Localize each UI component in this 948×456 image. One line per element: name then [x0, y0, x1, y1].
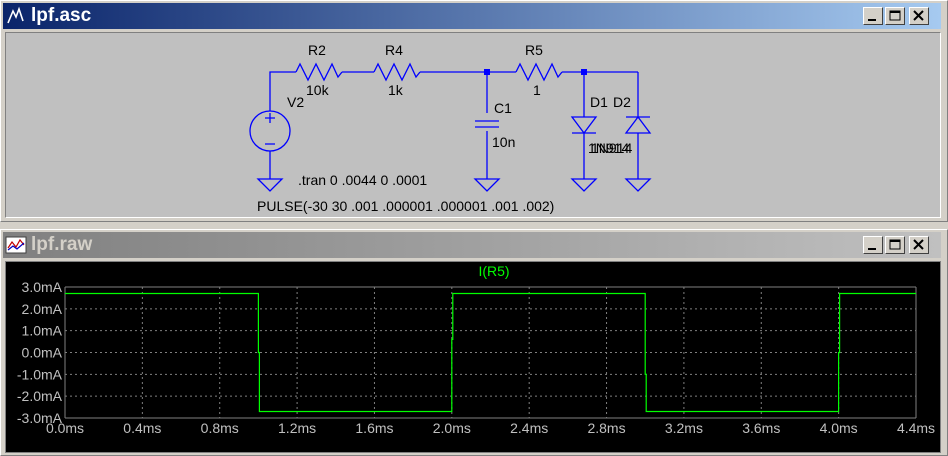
- trace-i-r5[interactable]: [65, 292, 916, 413]
- r5-value-label[interactable]: 1: [533, 82, 541, 98]
- r2-name-label[interactable]: R2: [308, 42, 326, 58]
- minimize-button[interactable]: [863, 7, 883, 25]
- minimize-icon: [868, 248, 876, 250]
- x-tick-label: 4.0ms: [820, 420, 858, 436]
- diode-d2: [624, 115, 652, 134]
- d1-model-label[interactable]: 1N914: [588, 140, 629, 156]
- x-tick-label: 0.8ms: [201, 420, 239, 436]
- plot-grid: [64, 286, 917, 419]
- x-tick-label: 0.4ms: [123, 420, 161, 436]
- v2-name-label[interactable]: V2: [287, 94, 304, 110]
- pulse-source-spec[interactable]: PULSE(-30 30 .001 .000001 .000001 .001 .…: [257, 198, 554, 214]
- y-tick-label: 0.0mA: [22, 345, 63, 361]
- r2-value-label[interactable]: 10k: [306, 82, 330, 98]
- x-tick-label: 4.4ms: [897, 420, 935, 436]
- resistor-r2: [295, 62, 343, 82]
- close-icon: [913, 10, 924, 21]
- schematic-drawing: R2 10k R4 1k R5 1 C1 10n V2 D1 D2 1N914 …: [249, 42, 652, 214]
- d2-model-label[interactable]: 1N914: [591, 140, 632, 156]
- resistor-r4: [373, 62, 421, 82]
- x-tick-label: 3.2ms: [665, 420, 703, 436]
- maximize-icon: [889, 239, 901, 250]
- ground-d2: [624, 178, 652, 192]
- ground-c1: [473, 178, 501, 192]
- schematic-window-title: lpf.asc: [31, 5, 92, 26]
- ground-v2: [256, 178, 284, 192]
- r4-name-label[interactable]: R4: [385, 42, 403, 58]
- x-tick-label: 2.8ms: [587, 420, 625, 436]
- voltage-source-polarity: [265, 113, 275, 145]
- capacitor-c1: [475, 120, 499, 128]
- x-tick-label: 2.4ms: [510, 420, 548, 436]
- close-icon: [913, 239, 924, 250]
- schematic-window: lpf.asc: [0, 0, 948, 222]
- r5-name-label[interactable]: R5: [525, 42, 543, 58]
- y-tick-label: 2.0mA: [22, 301, 63, 317]
- waveform-plot-pane[interactable]: I(R5) 0.0ms 0.4ms 0.8ms 1.2ms 1.6ms 2.0ms 2.4m…: [5, 261, 941, 453]
- trace-label-i-r5[interactable]: I(R5): [478, 263, 509, 279]
- plot-traces: [65, 292, 916, 413]
- tran-directive[interactable]: .tran 0 .0044 0 .0001: [298, 172, 427, 188]
- y-tick-label: -2.0mA: [17, 388, 63, 404]
- junction-diodes[interactable]: [581, 69, 587, 75]
- y-tick-label: 3.0mA: [22, 279, 63, 295]
- d2-name-label[interactable]: D2: [613, 94, 631, 110]
- maximize-icon: [889, 10, 901, 21]
- plot-tick-labels: 0.0ms 0.4ms 0.8ms 1.2ms 1.6ms 2.0ms 2.4ms 2.8ms…: [17, 279, 935, 436]
- waveform-window: lpf.raw I(R5) 0.0ms 0.4ms 0.8ms 1.2ms 1.6ms 2…: [0, 229, 948, 456]
- schematic-doc-icon: [7, 6, 24, 24]
- y-tick-label: -1.0mA: [17, 366, 63, 382]
- waveform-doc-icon: [5, 236, 27, 254]
- x-tick-label: 3.6ms: [742, 420, 780, 436]
- diode-d1: [570, 116, 598, 135]
- junction-c1[interactable]: [484, 69, 490, 75]
- resistor-r5: [515, 62, 563, 82]
- x-tick-label: 0.0ms: [46, 420, 84, 436]
- close-button[interactable]: [909, 7, 929, 25]
- maximize-button[interactable]: [885, 7, 905, 25]
- c1-value-label[interactable]: 10n: [492, 134, 515, 150]
- waveform-titlebar[interactable]: lpf.raw: [3, 232, 941, 258]
- ground-d1: [570, 178, 598, 192]
- minimize-button[interactable]: [863, 236, 883, 254]
- schematic-canvas[interactable]: R2 10k R4 1k R5 1 C1 10n V2 D1 D2 1N914 …: [5, 32, 941, 218]
- close-button[interactable]: [909, 236, 929, 254]
- minimize-icon: [868, 19, 876, 21]
- y-tick-label: 1.0mA: [22, 323, 63, 339]
- c1-name-label[interactable]: C1: [494, 100, 512, 116]
- d1-name-label[interactable]: D1: [590, 94, 608, 110]
- maximize-button[interactable]: [885, 236, 905, 254]
- x-tick-label: 1.6ms: [355, 420, 393, 436]
- waveform-window-title: lpf.raw: [31, 234, 93, 255]
- waveform-plot[interactable]: I(R5) 0.0ms 0.4ms 0.8ms 1.2ms 1.6ms 2.0ms 2.4m…: [6, 262, 941, 453]
- r4-value-label[interactable]: 1k: [388, 82, 404, 98]
- y-tick-label: -3.0mA: [17, 410, 63, 426]
- schematic-titlebar[interactable]: lpf.asc: [3, 3, 941, 29]
- voltage-source-v2: [249, 110, 291, 152]
- x-tick-label: 1.2ms: [278, 420, 316, 436]
- x-tick-label: 2.0ms: [433, 420, 471, 436]
- wire-v2-r2: [269, 71, 296, 111]
